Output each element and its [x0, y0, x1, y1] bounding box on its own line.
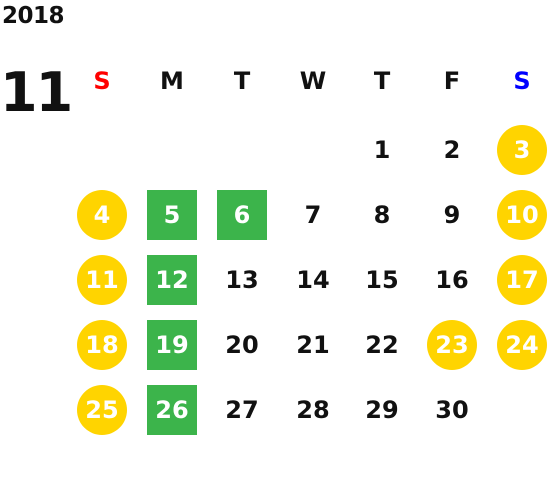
- calendar-day: 26: [147, 385, 197, 435]
- calendar-day: 3: [497, 125, 547, 175]
- calendar-day: 23: [427, 320, 477, 370]
- calendar-month: 11: [0, 61, 73, 124]
- calendar-day: 21: [296, 331, 330, 359]
- calendar-day: 17: [497, 255, 547, 305]
- calendar-day: 14: [296, 266, 330, 294]
- calendar-day: 24: [497, 320, 547, 370]
- weekday-label: T: [233, 67, 251, 95]
- calendar-day: 2: [443, 136, 461, 164]
- calendar-day: 4: [77, 190, 127, 240]
- calendar-day: 8: [373, 201, 391, 229]
- calendar-day: 9: [443, 201, 461, 229]
- weekday-label: F: [443, 67, 461, 95]
- calendar-day: 30: [435, 396, 469, 424]
- calendar-day: 27: [225, 396, 259, 424]
- calendar-day: 25: [77, 385, 127, 435]
- calendar-day: 13: [225, 266, 259, 294]
- calendar-day: 12: [147, 255, 197, 305]
- calendar-day: 15: [365, 266, 399, 294]
- weekday-label: S: [513, 67, 531, 95]
- calendar-day: 28: [296, 396, 330, 424]
- calendar-day: 16: [435, 266, 469, 294]
- calendar-day: 7: [304, 201, 322, 229]
- weekday-label: W: [299, 67, 327, 95]
- calendar-day: 10: [497, 190, 547, 240]
- calendar-day: 29: [365, 396, 399, 424]
- weekday-label: T: [373, 67, 391, 95]
- calendar-day: 18: [77, 320, 127, 370]
- weekday-label: M: [160, 67, 184, 95]
- calendar-day: 11: [77, 255, 127, 305]
- weekday-label: S: [93, 67, 111, 95]
- calendar-year: 2018: [2, 3, 65, 29]
- calendar-day: 22: [365, 331, 399, 359]
- calendar-day: 5: [147, 190, 197, 240]
- calendar-day: 20: [225, 331, 259, 359]
- calendar-day: 6: [217, 190, 267, 240]
- calendar-day: 19: [147, 320, 197, 370]
- calendar-day: 1: [373, 136, 391, 164]
